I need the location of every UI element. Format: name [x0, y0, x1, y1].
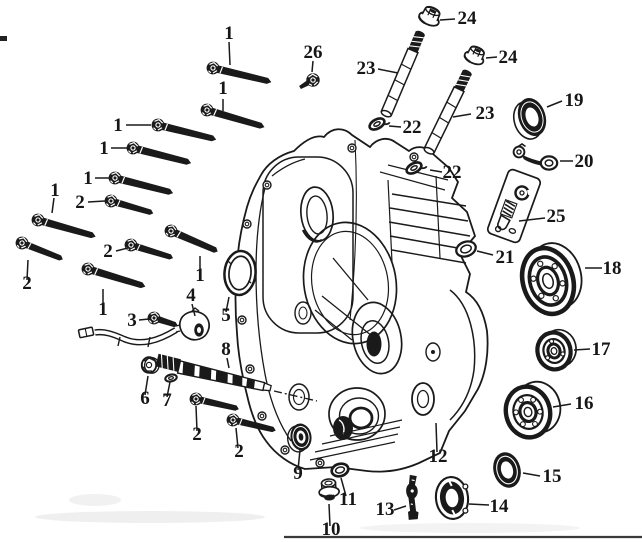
oil-seal-15: [493, 452, 521, 488]
bolt-1-f: [30, 212, 97, 242]
callout-2a: 2: [75, 192, 85, 213]
crankcase-12: [234, 128, 489, 473]
bolt-1-c: [150, 117, 218, 145]
bolt-1-g: [80, 261, 147, 292]
scan-artifacts: [0, 36, 642, 539]
callout-24b: 24: [499, 47, 519, 68]
bolt-1-a: [205, 60, 273, 87]
callout-16: 16: [575, 393, 594, 414]
gasket-ring-5: [223, 249, 257, 297]
bolt-2-c: [123, 237, 175, 264]
callout-14: 14: [490, 496, 510, 517]
centerline: [273, 390, 318, 402]
shift-link-20: [512, 143, 559, 171]
callout-21: 21: [496, 247, 515, 268]
knurl-section: [155, 353, 181, 372]
callout-25: 25: [547, 206, 566, 227]
callout-1g: 1: [98, 299, 108, 320]
o-ring-11: [330, 462, 350, 478]
callout-5: 5: [221, 305, 231, 326]
washer-7: [164, 373, 178, 383]
bolt-26: [299, 72, 321, 90]
crankcase-outline: [234, 128, 489, 473]
callout-22b: 22: [443, 162, 462, 183]
ball-bearing-18: [519, 242, 583, 317]
leader-lines: [26, 18, 602, 527]
bearing-retainer-14: [434, 475, 470, 521]
callout-13: 13: [376, 499, 395, 520]
bolt-1-e: [107, 170, 175, 198]
callout-18: 18: [603, 258, 622, 279]
callout-4: 4: [186, 285, 196, 306]
guide-bracket-13: [406, 474, 419, 520]
ball-bearing-16: [503, 380, 562, 440]
callout-2e: 2: [234, 441, 244, 462]
callout-23b: 23: [476, 103, 495, 124]
bolt-1-h: [163, 223, 221, 257]
callout-7: 7: [162, 390, 172, 411]
callout-2c: 2: [103, 241, 113, 262]
callout-6: 6: [140, 388, 150, 409]
callout-11: 11: [339, 489, 357, 510]
callout-3: 3: [127, 310, 137, 331]
callout-1f: 1: [50, 180, 60, 201]
oil-seal-19: [512, 97, 547, 140]
ball-bearing-17: [535, 328, 577, 372]
callout-23a: 23: [357, 58, 376, 79]
callout-9: 9: [293, 463, 303, 484]
callout-20: 20: [575, 151, 594, 172]
callout-1a: 1: [224, 23, 234, 44]
oil-seal-9: [286, 423, 312, 453]
nut-24-b: [461, 42, 489, 69]
callout-1h: 1: [195, 265, 205, 286]
bolt-2-b: [14, 235, 66, 265]
callout-15: 15: [543, 466, 562, 487]
drain-plug-10: [318, 478, 340, 501]
callout-labels: 1 1 1 1 1 1 1 1 2 2 2 2 2 3 4 5 6 7 8 9 …: [22, 8, 621, 540]
callout-19: 19: [565, 90, 584, 111]
stud-23-a: [379, 28, 427, 119]
bolt-1-b: [199, 102, 266, 133]
detent-plate-25: [486, 168, 542, 244]
callout-1d: 1: [99, 138, 109, 159]
shaft-assembly-6-7-8: [140, 353, 318, 402]
pipe-bolt-6: [140, 356, 160, 374]
callout-1c: 1: [113, 115, 123, 136]
callout-8: 8: [221, 339, 231, 360]
callout-12: 12: [429, 446, 448, 467]
callout-2d: 2: [192, 424, 202, 445]
breather-hose-4: [77, 307, 211, 348]
callout-24a: 24: [458, 8, 478, 29]
callout-22a: 22: [403, 117, 422, 138]
seal-ring-21: [455, 240, 477, 258]
callout-1e: 1: [83, 168, 93, 189]
nut-24-a: [416, 2, 445, 30]
callout-10: 10: [322, 519, 341, 540]
bolt-1-d: [125, 140, 193, 168]
bolt-2-a: [103, 193, 155, 219]
spline-shaft-8: [176, 360, 272, 392]
callout-17: 17: [592, 339, 612, 360]
callout-1b: 1: [218, 78, 228, 99]
stud-23-b: [422, 67, 474, 157]
callout-26: 26: [304, 42, 323, 63]
callout-2b: 2: [22, 273, 32, 294]
